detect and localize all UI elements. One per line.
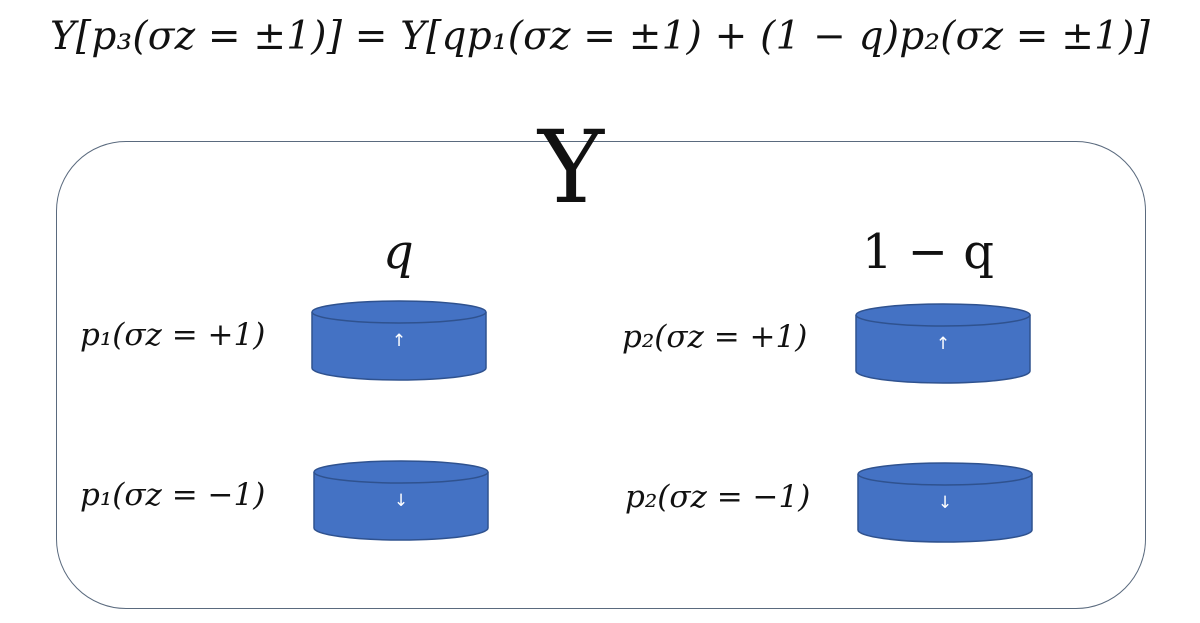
cylinder-shape [855, 303, 1031, 384]
arrow-up-icon: ↑ [935, 334, 951, 354]
equation-header: Υ[p₃(σz = ±1)] = Υ[qp₁(σz = ±1) + (1 − q… [0, 14, 1200, 59]
cylinder-p1-spin-down: ↓ [313, 460, 489, 542]
cylinder-shape [311, 300, 487, 381]
cylinder-shape [313, 460, 489, 541]
weight-q: q [383, 224, 414, 280]
label-p2-spin-up: p₂(σz = +1) [622, 319, 808, 355]
weight-one-minus-q: 1 − q [862, 224, 994, 280]
upsilon-symbol: Υ [537, 109, 604, 226]
arrow-up-icon: ↑ [391, 331, 407, 351]
channel-box [56, 141, 1146, 609]
cylinder-shape [857, 462, 1033, 543]
label-p2-spin-down: p₂(σz = −1) [625, 479, 811, 515]
equals-sign: = [342, 14, 401, 59]
arrow-down-icon: ↓ [393, 491, 409, 511]
label-p1-spin-up: p₁(σz = +1) [80, 317, 266, 353]
arrow-down-icon: ↓ [937, 493, 953, 513]
cylinder-p1-spin-up: ↑ [311, 300, 487, 382]
label-p1-spin-down: p₁(σz = −1) [80, 477, 266, 513]
equation-rhs: Υ[qp₁(σz = ±1) + (1 − q)p₂(σz = ±1)] [400, 14, 1151, 59]
equation-lhs: Υ[p₃(σz = ±1)] [49, 14, 343, 59]
cylinder-p2-spin-down: ↓ [857, 462, 1033, 544]
cylinder-p2-spin-up: ↑ [855, 303, 1031, 385]
